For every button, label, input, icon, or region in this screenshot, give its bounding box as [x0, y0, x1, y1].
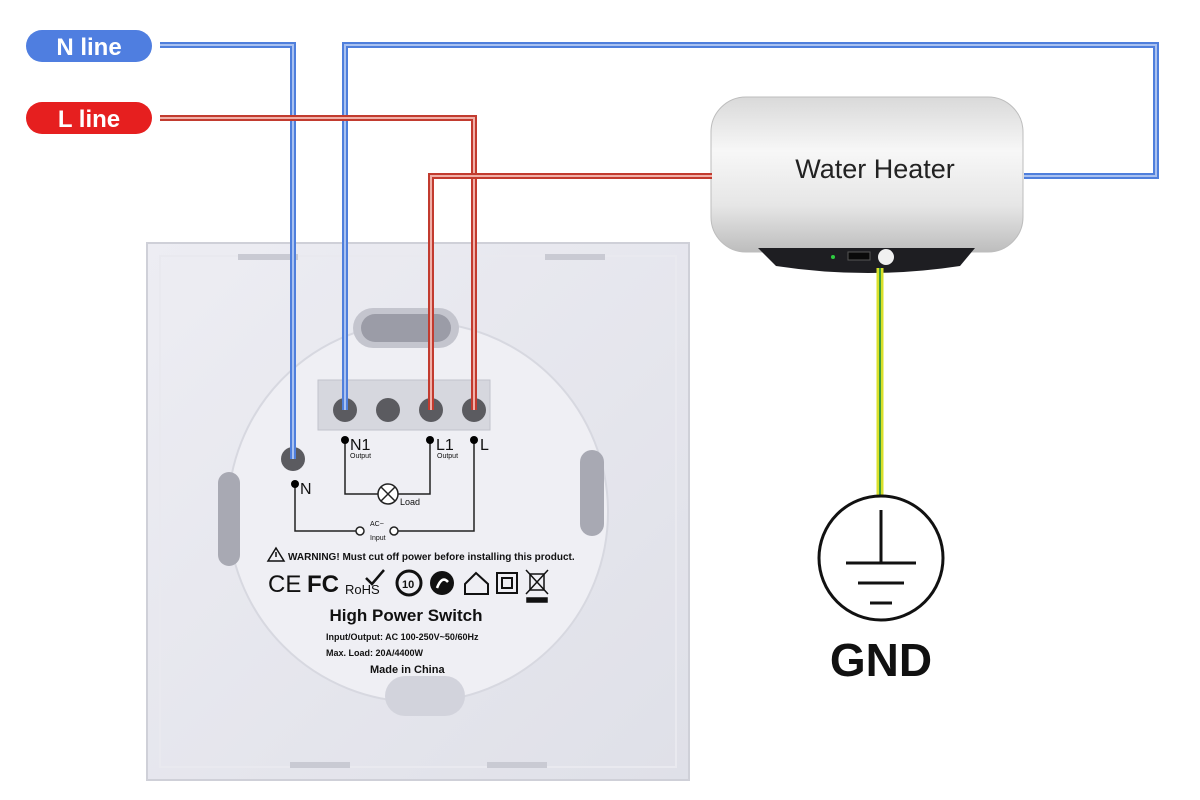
l-line-badge: L line — [26, 102, 152, 134]
indoor-use-icon — [464, 571, 489, 595]
l-wires — [160, 115, 712, 410]
gnd-label: GND — [830, 634, 932, 686]
ce-mark-icon: CE — [268, 571, 301, 598]
n-wires — [160, 42, 1159, 459]
double-insulation-icon — [496, 572, 518, 594]
terminal-l-label: L — [480, 437, 489, 454]
water-heater-label: Water Heater — [795, 154, 955, 184]
terminal-l1-label: L1 — [436, 437, 454, 454]
rohs-check-icon — [365, 569, 385, 586]
n-line-label: N line — [56, 34, 121, 61]
certification-icons: CE FC RoHS 10 — [268, 569, 549, 603]
switch-back-plate — [146, 242, 690, 781]
io-spec: Input/Output: AC 100-250V~50/60Hz — [326, 632, 479, 642]
rohs-mark: RoHS — [345, 582, 380, 597]
weee-bin-icon — [525, 569, 549, 603]
ten-year-icon — [395, 569, 423, 597]
terminal-dots — [291, 436, 478, 488]
internal-schematic — [294, 442, 475, 532]
recycle-icon — [430, 571, 454, 595]
terminal-n1-label: N1 — [350, 437, 371, 454]
ac-label: AC~ — [370, 521, 384, 528]
water-heater: Water Heater — [710, 96, 1024, 273]
load-label: Load — [400, 497, 420, 507]
load-lamp-icon — [377, 483, 399, 505]
terminal-l1-sub: Output — [437, 453, 458, 460]
ground-symbol-icon — [817, 494, 945, 622]
warning-icon — [266, 546, 286, 562]
fcc-mark-icon: FC — [307, 571, 339, 598]
ten-year-text: 10 — [402, 579, 414, 591]
n-line-badge: N line — [26, 30, 152, 62]
max-load-spec: Max. Load: 20A/4400W — [326, 648, 424, 658]
terminal-n1-sub: Output — [350, 453, 371, 460]
l-line-label: L line — [58, 106, 120, 133]
made-in-label: Made in China — [370, 664, 445, 676]
input-label: Input — [370, 535, 386, 542]
warning-text: WARNING! Must cut off power before insta… — [288, 552, 575, 563]
terminal-n-label: N — [300, 481, 312, 498]
product-title: High Power Switch — [329, 606, 482, 625]
ac-input-contacts — [355, 526, 399, 536]
